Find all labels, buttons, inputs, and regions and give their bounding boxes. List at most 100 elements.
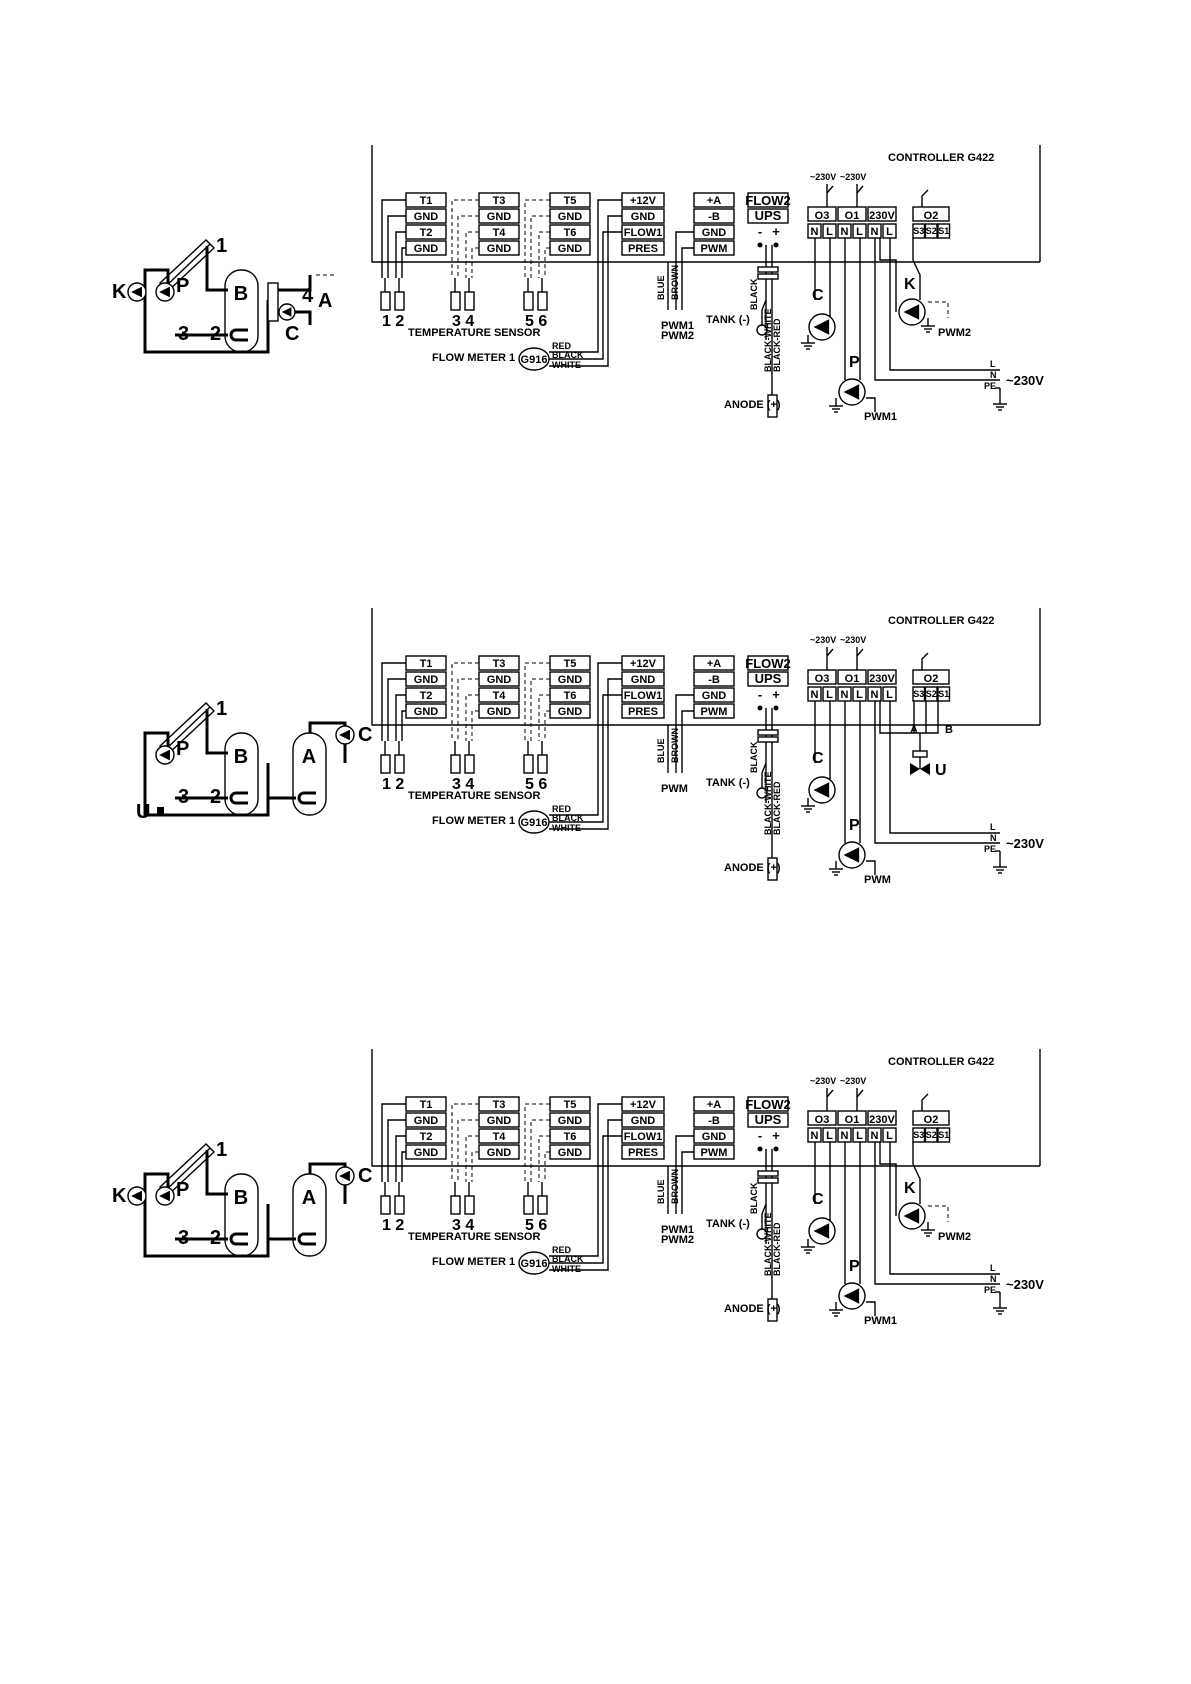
terminal-label: T4 xyxy=(493,227,507,239)
v230-label: 230V xyxy=(869,673,895,685)
o2-label: O2 xyxy=(924,210,939,222)
pipe xyxy=(205,246,228,292)
sensor-number: 5 6 xyxy=(525,1217,547,1234)
terminal-label: GND xyxy=(558,1147,583,1159)
pump-k-wire xyxy=(879,1142,897,1216)
white-wire xyxy=(549,215,622,367)
nl-label: L xyxy=(856,1130,863,1142)
temperature-sensor-pair-2: 3 4 xyxy=(450,199,479,330)
s-cell xyxy=(912,1127,926,1143)
sensor-probe xyxy=(394,754,405,774)
controller-outline xyxy=(371,145,1040,263)
s-cell xyxy=(937,1127,951,1143)
sensor-number: 1 2 xyxy=(382,776,404,793)
o2-cell xyxy=(912,206,950,222)
minus-label: - xyxy=(758,224,762,239)
pump-p-label: P xyxy=(849,354,860,371)
collector-line xyxy=(164,243,211,288)
hydraulic-scheme: 1B234PKAC xyxy=(112,1139,372,1258)
mains-l xyxy=(889,238,1000,371)
terminal-label: T5 xyxy=(564,658,577,670)
pump-k-wire xyxy=(912,1142,921,1204)
v230-cell xyxy=(867,1110,897,1126)
red-wire xyxy=(549,1103,622,1257)
mains-n-label: N xyxy=(990,833,997,843)
o3-label: O3 xyxy=(815,1114,830,1126)
pump-c-icon xyxy=(808,313,836,341)
mains-n-label: N xyxy=(990,1274,997,1284)
sensor-probe xyxy=(380,754,391,774)
wire-color-black: BLACK xyxy=(552,813,584,823)
blue-label: BLUE xyxy=(656,1180,666,1205)
sensor-number: 3 4 xyxy=(452,313,474,330)
pump-p-icon xyxy=(155,745,175,765)
sensor-wire xyxy=(387,678,406,741)
pump-p-icon xyxy=(838,841,866,869)
sensor-wire xyxy=(544,1151,550,1182)
pump-triangle xyxy=(813,1223,830,1239)
terminal-label: GND xyxy=(414,1147,439,1159)
pipe xyxy=(143,1172,270,1258)
white-wire xyxy=(549,678,622,830)
flow2-cell xyxy=(747,192,789,208)
controller-outline xyxy=(371,608,1040,726)
sensor-probe xyxy=(523,291,534,311)
pump-k-label: K xyxy=(904,1180,916,1197)
scheme-pump-c-label: C xyxy=(358,1165,372,1187)
pwm-label: PWM1 xyxy=(661,1224,694,1236)
tank-b-label: B xyxy=(234,1187,248,1209)
switch xyxy=(856,185,864,194)
ups-cell xyxy=(747,208,789,224)
wire-color-white: WHITE xyxy=(552,360,581,370)
sensor-wire xyxy=(524,199,550,278)
sensor-wire xyxy=(465,231,479,278)
scheme-a-label: A xyxy=(318,290,332,312)
flow2-label: FLOW2 xyxy=(745,656,791,671)
relay-contact xyxy=(921,1093,929,1111)
sensor-wire xyxy=(524,1103,550,1182)
pump-triangle xyxy=(159,749,170,761)
anode-label: ANODE (+) xyxy=(724,862,781,874)
pump-p-pwm-label: PWM1 xyxy=(864,1315,897,1327)
terminal-label: FLOW1 xyxy=(624,1131,663,1143)
pump-triangle xyxy=(339,1170,350,1182)
sensor-wire xyxy=(538,1135,550,1182)
temperature-sensor-label: TEMPERATURE SENSOR xyxy=(408,790,540,802)
sensor-wire xyxy=(381,1103,406,1182)
terminal-label: +12V xyxy=(630,658,657,670)
pwm-wire xyxy=(681,247,694,310)
nl-label: L xyxy=(826,226,833,238)
terminal-label: T2 xyxy=(420,1131,433,1143)
sensor-wire xyxy=(530,215,550,278)
mains-l xyxy=(889,1142,1000,1275)
black-red-label: BLACK-RED xyxy=(772,318,782,372)
pump-triangle xyxy=(813,782,830,798)
sensor-wire xyxy=(524,662,550,741)
sensor-wire xyxy=(471,247,479,278)
pump-k-pwm-label: PWM2 xyxy=(938,1231,971,1243)
hydraulic-scheme: 1B234PUAC xyxy=(136,698,372,823)
controller-title: CONTROLLER G422 xyxy=(888,1056,994,1068)
controller-outline xyxy=(371,1049,1040,1167)
valve-b-label: B xyxy=(945,724,953,736)
wire-color-red: RED xyxy=(552,1245,572,1255)
o2-label: O2 xyxy=(924,1114,939,1126)
s-cell xyxy=(937,686,951,702)
terminal-label: T6 xyxy=(564,227,577,239)
terminal-label: T1 xyxy=(420,195,433,207)
sensor-probe xyxy=(537,291,548,311)
black-wire xyxy=(549,231,622,360)
sensor-probe xyxy=(394,1195,405,1215)
ferrite xyxy=(757,736,779,743)
temperature-sensor-pair-1: 1 2 xyxy=(380,662,406,793)
sensor-wire xyxy=(451,1103,479,1182)
